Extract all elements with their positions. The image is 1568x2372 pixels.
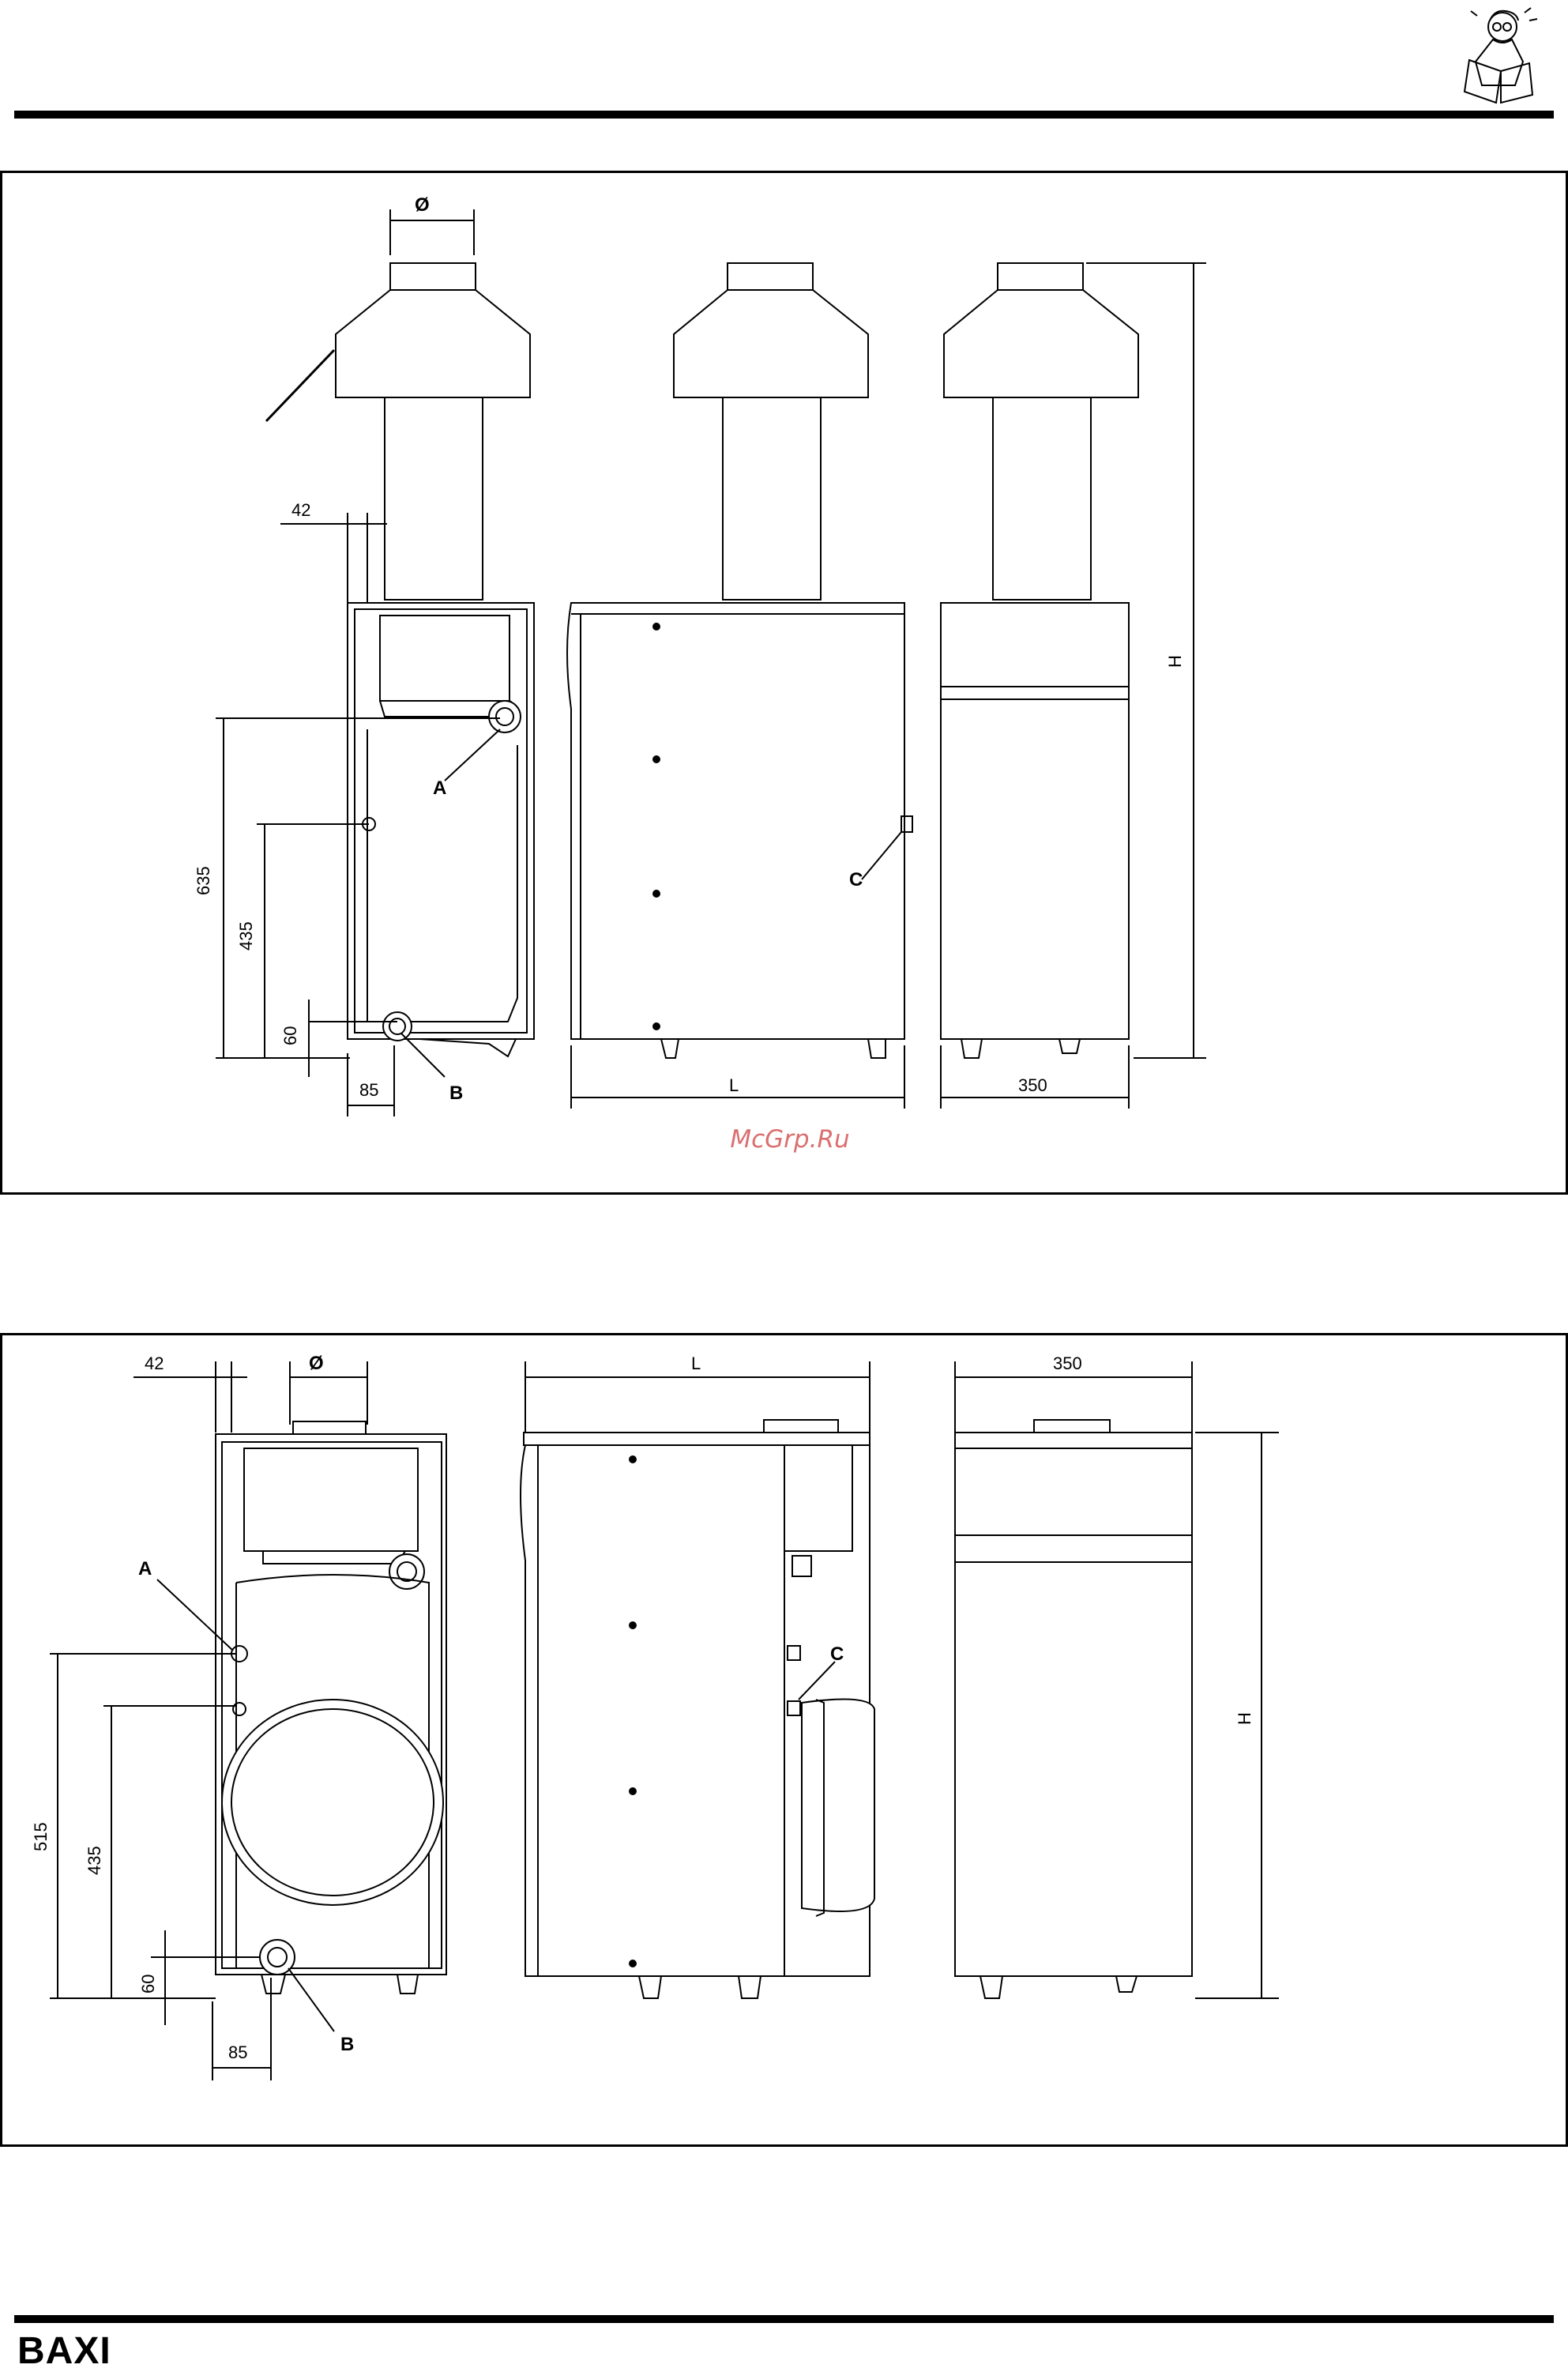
dim-85: 85 <box>228 2043 247 2062</box>
dim-42: 42 <box>145 1354 164 1373</box>
rear-view: 350 H <box>940 262 1206 1109</box>
dim-350: 350 <box>1053 1354 1082 1373</box>
dim-435: 435 <box>236 921 256 951</box>
dim-h: H <box>1165 655 1185 668</box>
diameter-label: Ø <box>309 1353 324 1374</box>
diameter-label: Ø <box>415 194 430 216</box>
dim-l: L <box>729 1075 739 1095</box>
dim-42: 42 <box>291 500 310 520</box>
front-view: C L <box>566 262 913 1109</box>
front-view-2: L C <box>520 1354 875 1999</box>
header-rule <box>14 111 1554 119</box>
dim-60: 60 <box>138 1975 158 1994</box>
label-b: B <box>340 2034 354 2055</box>
dim-350: 350 <box>1018 1075 1047 1095</box>
side-view-2: 42 Ø A B <box>31 1353 447 2080</box>
side-view: Ø 42 A B <box>194 194 535 1116</box>
dim-l: L <box>691 1354 701 1373</box>
label-b: B <box>449 1082 463 1104</box>
label-a: A <box>138 1558 152 1579</box>
label-c: C <box>849 869 863 890</box>
diagram-panel-standard-model: 42 Ø A B <box>0 1333 1568 2147</box>
footer-rule <box>14 2315 1554 2323</box>
dim-635: 635 <box>194 866 213 895</box>
diagram-panel-flue-model: Ø 42 A B <box>0 171 1568 1195</box>
dim-435: 435 <box>85 1846 104 1875</box>
watermark: McGrp.Ru <box>730 1125 850 1154</box>
rear-view-2: 350 H <box>954 1354 1279 1999</box>
dim-h: H <box>1235 1712 1254 1725</box>
brand-logo: BAXI <box>17 2330 111 2372</box>
reading-man-icon <box>1453 5 1547 106</box>
dim-60: 60 <box>280 1026 300 1045</box>
label-c: C <box>830 1643 844 1665</box>
dim-515: 515 <box>31 1822 51 1851</box>
standard-model-drawing: 42 Ø A B <box>31 1353 1279 2080</box>
label-a: A <box>433 777 446 799</box>
dim-85: 85 <box>359 1080 378 1100</box>
flue-model-drawing: Ø 42 A B <box>194 194 1206 1116</box>
